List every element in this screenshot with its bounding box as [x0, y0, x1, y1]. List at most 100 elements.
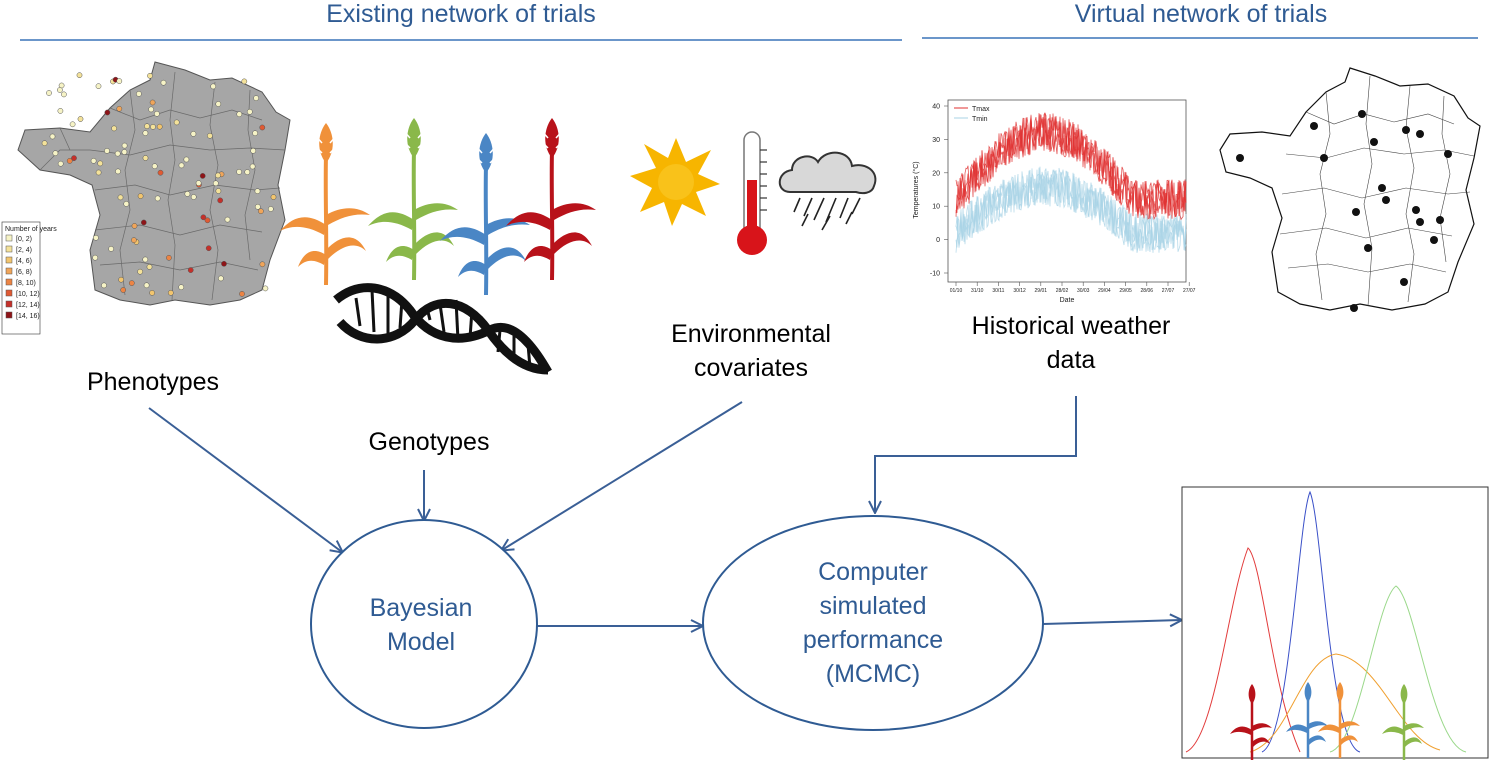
trial-dot [104, 148, 110, 154]
trial-dot [49, 133, 56, 140]
trial-dot [156, 123, 163, 130]
trial-dot [146, 264, 153, 270]
weather-legend-tmax: Tmax [972, 106, 990, 113]
trial-dot [143, 282, 150, 289]
weather-chart-xtick: 28/06 [1141, 288, 1154, 294]
trial-dot [270, 194, 277, 200]
weather-chart-ylabel: Temperatures (°C) [912, 161, 920, 218]
bayesian-model-node [310, 519, 538, 729]
trial-dot [244, 169, 251, 175]
map-legend-label: [14, 16) [16, 313, 40, 320]
trial-dot [118, 276, 124, 283]
virtual-trial-dot [1400, 278, 1408, 286]
trial-dot [150, 124, 156, 130]
weather-chart-ytick: -10 [930, 271, 940, 278]
map-legend-label: [6, 8) [16, 269, 32, 276]
weather-chart-xtick: 27/07 [1162, 288, 1175, 294]
trial-dot [137, 193, 144, 199]
weather-chart-xlabel: Date [1060, 297, 1075, 304]
rain-cloud-icon [778, 151, 877, 231]
trial-dot [259, 261, 266, 268]
weather-chart-ytick: 10 [932, 204, 940, 211]
map-legend-swatch [5, 267, 13, 275]
weather-chart-xtick: 01/10 [950, 288, 963, 294]
trial-dot [97, 160, 104, 167]
trial-dot [236, 169, 242, 175]
map-legend-label: [10, 12) [16, 291, 40, 298]
bayesian-model-label-line1: Bayesian [370, 594, 473, 622]
trial-dot [252, 130, 258, 137]
simulation-label-line4: (MCMC) [826, 660, 920, 688]
distribution-curve-red [1185, 547, 1301, 753]
dna-icon [333, 283, 552, 375]
trial-dot [120, 287, 127, 293]
trial-dot [224, 216, 231, 223]
weather-chart-xtick: 29/05 [1119, 288, 1132, 294]
virtual-trial-dot [1382, 196, 1390, 204]
trial-dot [52, 150, 59, 157]
trial-dot [142, 155, 149, 161]
trial-dot [41, 140, 48, 147]
france-trial-map [17, 61, 291, 306]
virtual-trial-dot [1310, 122, 1318, 130]
trial-dot [241, 78, 248, 85]
map-legend-label: [0, 2) [16, 236, 32, 243]
trial-dot [184, 191, 191, 197]
thermometer-icon [737, 131, 767, 255]
map-legend-swatch [5, 289, 13, 297]
wheat-plant-orange-icon [278, 121, 372, 287]
trial-dot [144, 123, 150, 130]
trial-dot [250, 147, 257, 154]
sun-icon [630, 138, 720, 226]
map-legend-label: [4, 6) [16, 258, 32, 265]
trial-dot [147, 72, 153, 79]
virtual-trial-dot [1436, 216, 1444, 224]
virtual-trial-dot [1364, 244, 1372, 252]
distribution-curve-green [1329, 585, 1467, 753]
trial-dot [190, 194, 197, 200]
simulation-label-line1: Computer [818, 558, 928, 586]
map-legend-label: [2, 4) [16, 247, 32, 254]
trial-dot [218, 275, 224, 282]
trial-dot [262, 285, 269, 292]
trial-dot [101, 282, 107, 289]
virtual-trial-dot [1236, 154, 1244, 162]
trial-dot [115, 168, 121, 175]
trial-dot [121, 142, 128, 149]
trial-dot [111, 125, 117, 132]
trial-dot [121, 149, 128, 155]
virtual-trial-dot [1320, 154, 1328, 162]
trial-dot [195, 180, 202, 186]
trial-dot [253, 95, 259, 101]
trial-dot [93, 234, 99, 241]
trial-dot [90, 157, 97, 164]
virtual-trial-map [1219, 67, 1481, 312]
trial-dot [236, 111, 243, 118]
trial-dot [259, 124, 266, 131]
weather-chart-ytick: 20 [932, 170, 940, 177]
trial-dot [204, 217, 211, 224]
weather-chart-xtick: 29/04 [1098, 288, 1111, 294]
trial-dot [205, 245, 212, 252]
trial-dot [117, 194, 124, 201]
trial-dot [57, 87, 63, 93]
map-legend-swatch [5, 234, 13, 242]
trial-dot [217, 197, 224, 204]
trial-dot [131, 237, 137, 243]
trial-dot [254, 203, 261, 210]
trial-dot [151, 163, 158, 170]
posterior-distributions-panel [1181, 486, 1489, 762]
map-legend-title: Number of years [5, 226, 57, 233]
trial-dot [200, 214, 207, 221]
virtual-trial-dot [1412, 206, 1420, 214]
trial-dot [140, 219, 147, 226]
historical-weather-label-line2: data [1047, 346, 1096, 374]
trial-dot [66, 158, 73, 164]
trial-dot [95, 83, 102, 90]
trial-dot [249, 163, 256, 170]
distributions-frame [1181, 486, 1489, 759]
trial-dot [160, 79, 167, 86]
trial-dot [123, 201, 130, 207]
trial-dot [69, 121, 76, 128]
map-legend-swatch [5, 278, 13, 286]
